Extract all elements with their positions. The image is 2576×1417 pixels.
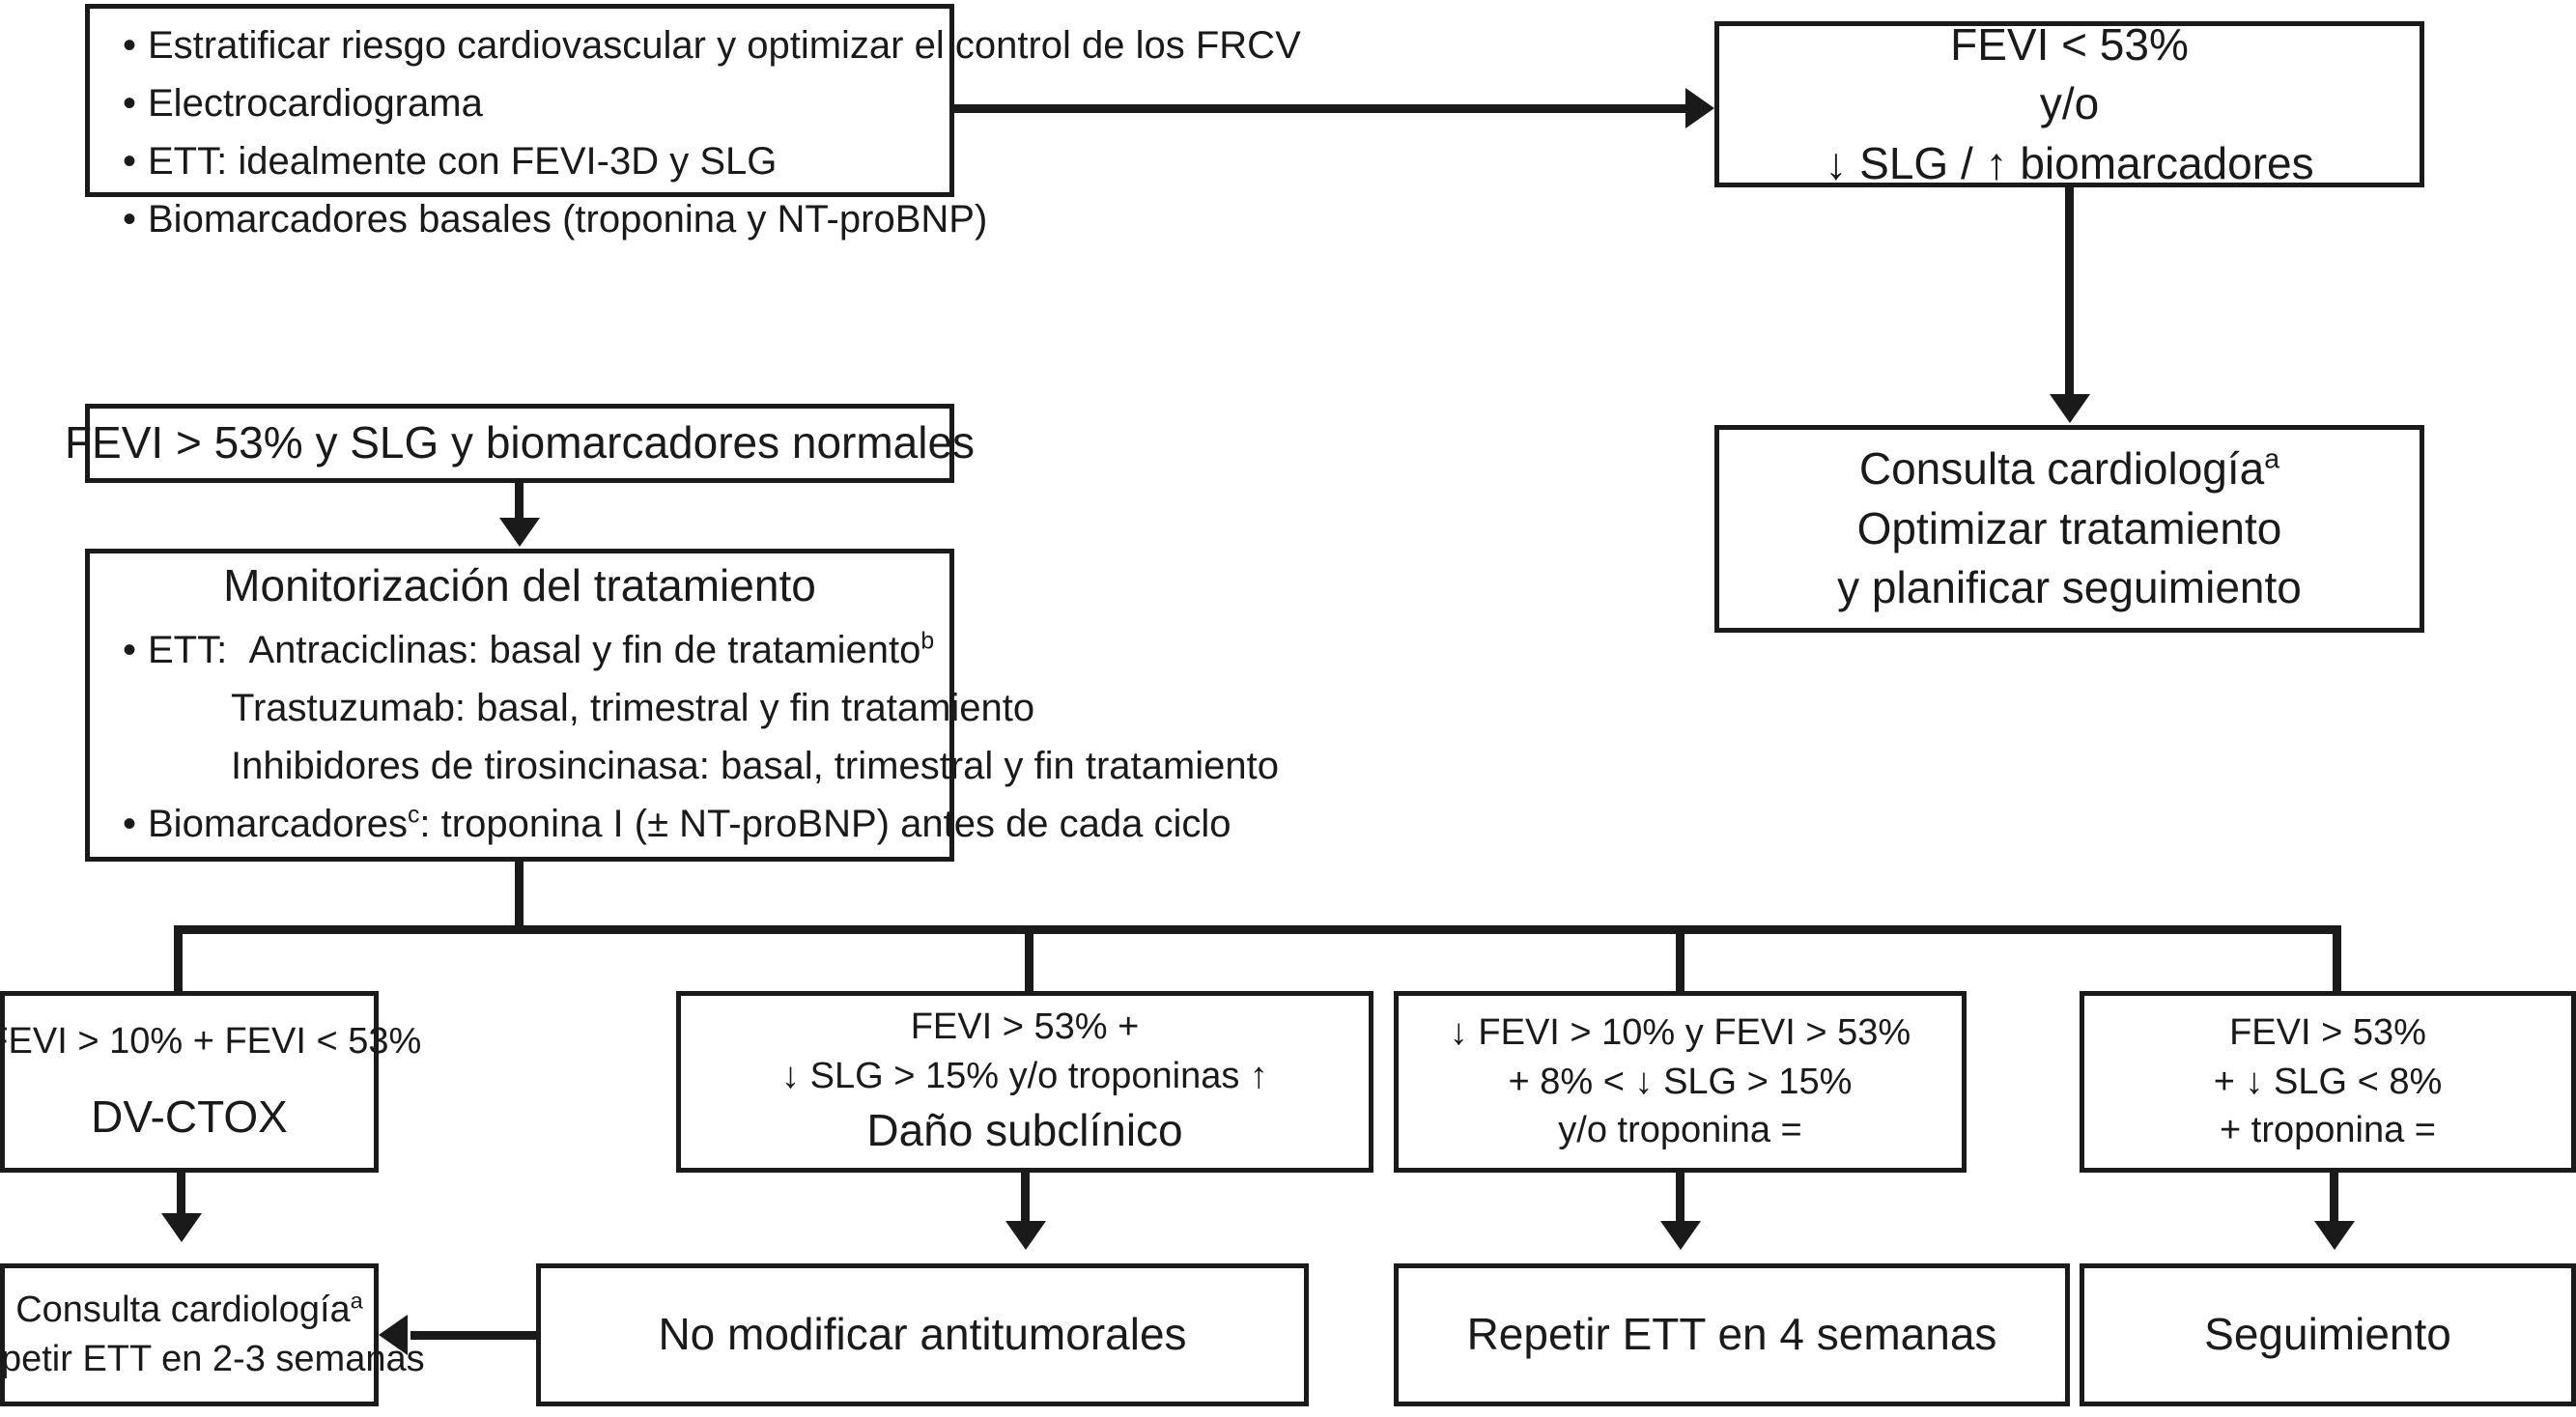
bullet-item: Inhibidores de tirosincinasa: basal, tri… bbox=[231, 744, 1279, 787]
bullet-item: •ETT: Antraciclinas: basal y fin de trat… bbox=[123, 621, 934, 679]
monitorizacion-title: Monitorización del tratamiento bbox=[223, 560, 816, 611]
consulta-top-line-1: Consulta cardiologíaa bbox=[1858, 443, 2280, 495]
connector-branch-drop-1 bbox=[174, 925, 183, 995]
box-criterio-2[interactable]: FEVI > 53% + ↓ SLG > 15% y/o troponinas … bbox=[676, 991, 1373, 1173]
bullet-dot-icon: • bbox=[123, 139, 137, 183]
criterio-3-line-1: ↓ FEVI > 10% y FEVI > 53% bbox=[1449, 1011, 1911, 1053]
bullet-dot-icon: • bbox=[123, 802, 137, 845]
arrow-left-icon bbox=[379, 1315, 408, 1355]
arrow-down-icon bbox=[2050, 394, 2090, 423]
bullet-item: •Biomarcadoresc: troponina I (± NT-proBN… bbox=[123, 795, 1231, 853]
bullet-dot-icon: • bbox=[123, 23, 137, 67]
fevi-alterada-line-3: ↓ SLG / ↑ biomarcadores bbox=[1825, 137, 2314, 188]
criterio-4-line-2: + ↓ SLG < 8% bbox=[2213, 1061, 2443, 1102]
connector-branch-horizontal bbox=[174, 925, 2341, 934]
criterio-2-line-1: FEVI > 53% + bbox=[910, 1006, 1140, 1048]
bullet-item: •Biomarcadores basales (troponina y NT-p… bbox=[123, 190, 987, 248]
consulta-top-line-3: y planificar seguimiento bbox=[1837, 562, 2302, 613]
fevi-alterada-line-2: y/o bbox=[2039, 78, 2100, 129]
bullet-item: •Estratificar riesgo cardiovascular y op… bbox=[123, 16, 1301, 74]
box-criterio-3[interactable]: ↓ FEVI > 10% y FEVI > 53% + 8% < ↓ SLG >… bbox=[1394, 991, 1967, 1173]
box-criterio-1[interactable]: ↓ FEVI > 10% + FEVI < 53% DV-CTOX bbox=[0, 991, 421, 1173]
connector-branch-drop-3 bbox=[1676, 925, 1684, 995]
arrow-down-icon bbox=[1660, 1221, 1701, 1250]
resultado-1-line-1: Consulta cardiologíaa bbox=[15, 1288, 363, 1331]
box-criterio-4[interactable]: FEVI > 53% + ↓ SLG < 8% + troponina = bbox=[2080, 991, 2576, 1173]
connector-estudio-to-fevi-alterada bbox=[954, 104, 1703, 113]
consulta-top-line-2: Optimizar tratamiento bbox=[1856, 502, 2282, 553]
resultado-4-text: Seguimiento bbox=[2204, 1309, 2451, 1360]
bullet-dot-icon: • bbox=[123, 197, 137, 241]
criterio-2-line-2: ↓ SLG > 15% y/o troponinas ↑ bbox=[781, 1056, 1268, 1097]
box-consulta-cardiologia-top[interactable]: Consulta cardiologíaa Optimizar tratamie… bbox=[1714, 425, 2424, 633]
connector-monitorizacion-stem bbox=[515, 862, 524, 933]
connector-criterio-1-to-resultado-1 bbox=[177, 1173, 185, 1221]
resultado-1-line-2: Repetir ETT en 2-3 semanas bbox=[0, 1339, 425, 1379]
box-fevi-normal[interactable]: FEVI > 53% y SLG y biomarcadores normale… bbox=[65, 404, 975, 483]
bullet-item: Trastuzumab: basal, trimestral y fin tra… bbox=[231, 686, 1035, 729]
bullet-dot-icon: • bbox=[123, 628, 137, 671]
criterio-1-line-1: ↓ FEVI > 10% + FEVI < 53% bbox=[0, 1020, 422, 1062]
footnote-marker-c: c bbox=[408, 802, 420, 829]
box-monitorizacion[interactable]: Monitorización del tratamiento •ETT: Ant… bbox=[85, 549, 1279, 862]
box-estudio-basal[interactable]: Estudio basal •Estratificar riesgo cardi… bbox=[85, 0, 1301, 241]
criterio-1-line-2: DV-CTOX bbox=[91, 1091, 288, 1142]
connector-fevi-normal-to-monitorizacion bbox=[515, 483, 524, 524]
resultado-3-text: Repetir ETT en 4 semanas bbox=[1466, 1309, 1997, 1360]
criterio-2-line-3: Daño subclínico bbox=[866, 1105, 1183, 1156]
fevi-alterada-line-1: FEVI < 53% bbox=[1950, 18, 2189, 70]
bullet-dot-icon: • bbox=[123, 81, 137, 125]
connector-criterio-4-to-resultado-4 bbox=[2330, 1173, 2338, 1229]
box-resultado-4[interactable]: Seguimiento bbox=[2080, 1263, 2576, 1406]
criterio-3-line-2: + 8% < ↓ SLG > 15% bbox=[1508, 1061, 1853, 1102]
footnote-marker-b: b bbox=[920, 628, 935, 655]
connector-branch-drop-4 bbox=[2333, 925, 2341, 995]
connector-fevi-alterada-to-consulta bbox=[2065, 187, 2074, 400]
arrow-right-icon bbox=[1685, 88, 1714, 128]
estudio-basal-bullets: •Estratificar riesgo cardiovascular y op… bbox=[90, 16, 1301, 248]
box-resultado-2[interactable]: No modificar antitumorales bbox=[536, 1263, 1309, 1406]
criterio-3-line-3: y/o troponina = bbox=[1558, 1110, 1802, 1151]
arrow-down-icon bbox=[2314, 1221, 2355, 1250]
box-resultado-1[interactable]: Consulta cardiologíaa Repetir ETT en 2-3… bbox=[0, 1263, 425, 1406]
footnote-marker-a: a bbox=[350, 1288, 363, 1314]
estudio-basal-title: Estudio basal bbox=[90, 0, 949, 7]
arrow-down-icon bbox=[161, 1213, 202, 1242]
connector-criterio-2-to-resultado-2 bbox=[1021, 1173, 1030, 1229]
footnote-marker-a: a bbox=[2264, 443, 2280, 475]
arrow-down-icon bbox=[499, 518, 540, 547]
resultado-2-text: No modificar antitumorales bbox=[658, 1309, 1187, 1360]
monitorizacion-bullets: •ETT: Antraciclinas: basal y fin de trat… bbox=[90, 621, 1279, 853]
box-fevi-alterada[interactable]: FEVI < 53% y/o ↓ SLG / ↑ biomarcadores bbox=[1714, 19, 2424, 188]
bullet-item: •ETT: idealmente con FEVI-3D y SLG bbox=[123, 132, 924, 190]
connector-criterio-3-to-resultado-3 bbox=[1676, 1173, 1684, 1229]
bullet-item: •Electrocardiograma bbox=[123, 74, 924, 132]
arrow-down-icon bbox=[1005, 1221, 1046, 1250]
box-resultado-3[interactable]: Repetir ETT en 4 semanas bbox=[1394, 1263, 2070, 1406]
connector-branch-drop-2 bbox=[1025, 925, 1033, 995]
criterio-4-line-3: + troponina = bbox=[2220, 1110, 2436, 1151]
fevi-normal-text: FEVI > 53% y SLG y biomarcadores normale… bbox=[64, 417, 976, 468]
connector-resultado-2-to-resultado-1 bbox=[410, 1331, 538, 1340]
criterio-4-line-1: FEVI > 53% bbox=[2229, 1011, 2426, 1053]
